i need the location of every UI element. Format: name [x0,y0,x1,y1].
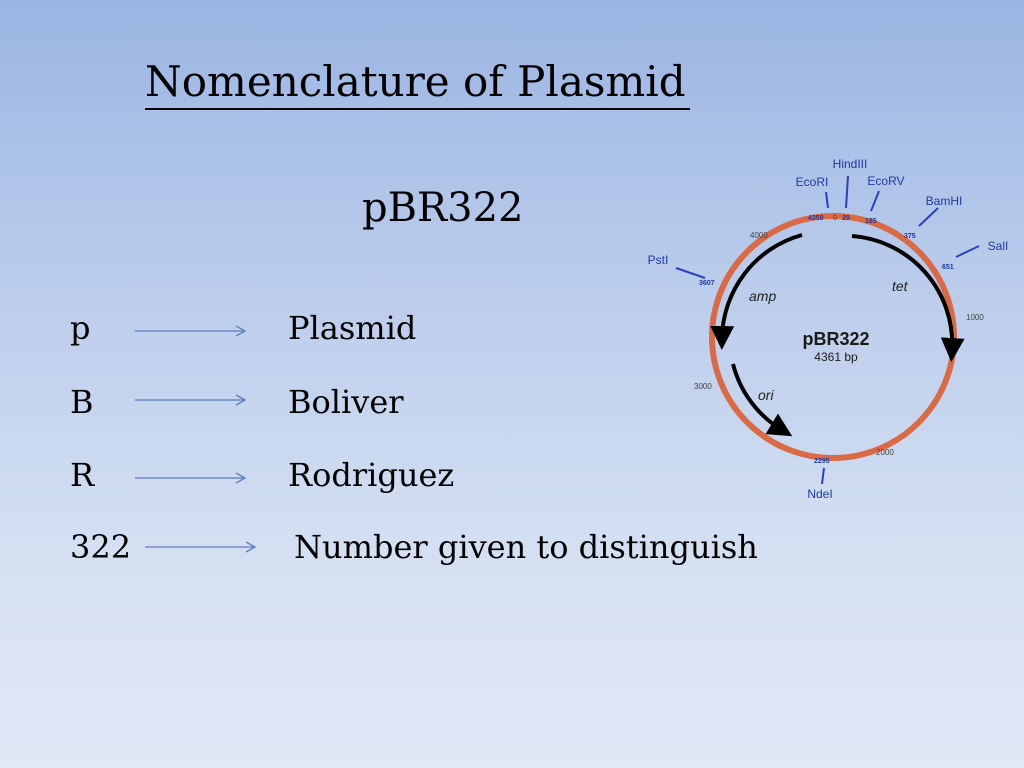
ndei-site-line [821,467,825,485]
plasmid-size: 4361 bp [814,350,858,364]
plasmid-map: pBR322 4361 bp amp tet ori 4000 1000 300… [648,157,1009,501]
sali-position: 651 [942,264,954,271]
ecorv-label: EcoRV [867,174,904,188]
scale-mark-1000: 1000 [966,313,984,322]
hindiii-position: 29 [842,215,850,222]
ori-arrow [731,363,793,437]
bamhi-site-line [918,207,939,227]
ecorv-position: 185 [865,218,877,225]
nomenclature-row-p: p Plasmid [0,308,600,348]
scale-mark-4000: 4000 [750,231,768,240]
psti-label: PstI [648,253,669,267]
row-term: B [70,383,94,421]
right-arrow-icon [135,472,247,484]
bamhi-label: BamHI [926,194,963,208]
amp-gene-label: amp [749,288,776,304]
right-arrow-icon [135,325,247,337]
ecori-label: EcoRI [796,175,829,189]
hindiii-label: HindIII [833,157,868,171]
amp-gene-arrow [710,233,803,350]
sali-site-line [955,245,980,258]
tet-gene-arrow [851,234,965,362]
ecori-site-line [825,191,829,209]
ndei-position: 2295 [814,458,830,465]
ndei-label: NdeI [807,487,832,501]
nomenclature-row-322: 322 Number given to distinguish [0,527,800,567]
row-meaning: Plasmid [288,309,417,347]
row-meaning: Boliver [288,383,404,421]
slide-title: Nomenclature of Plasmid [145,56,690,110]
tet-gene-label: tet [892,278,909,294]
origin-mark: 0 [833,215,837,222]
slide-subtitle: pBR322 [362,185,524,231]
ecori-position: 4359 [808,215,824,222]
row-term: 322 [70,528,132,566]
sali-label: SalI [988,239,1009,253]
plasmid-name: pBR322 [802,329,869,349]
nomenclature-row-r: R Rodriguez [0,455,600,495]
right-arrow-icon [135,394,247,406]
row-meaning: Number given to distinguish [294,528,758,566]
scale-mark-2000: 2000 [876,448,894,457]
nomenclature-row-b: B Boliver [0,382,600,422]
row-meaning: Rodriguez [288,456,455,494]
right-arrow-icon [145,541,257,553]
psti-site-line [675,267,706,279]
bamhi-position: 375 [904,233,916,240]
row-term: R [70,456,95,494]
ori-label: ori [758,387,774,403]
scale-mark-3000: 3000 [694,382,712,391]
ecorv-site-line [870,190,880,212]
psti-position: 3607 [699,280,715,287]
hindiii-site-line [845,175,849,209]
row-term: p [70,309,91,347]
